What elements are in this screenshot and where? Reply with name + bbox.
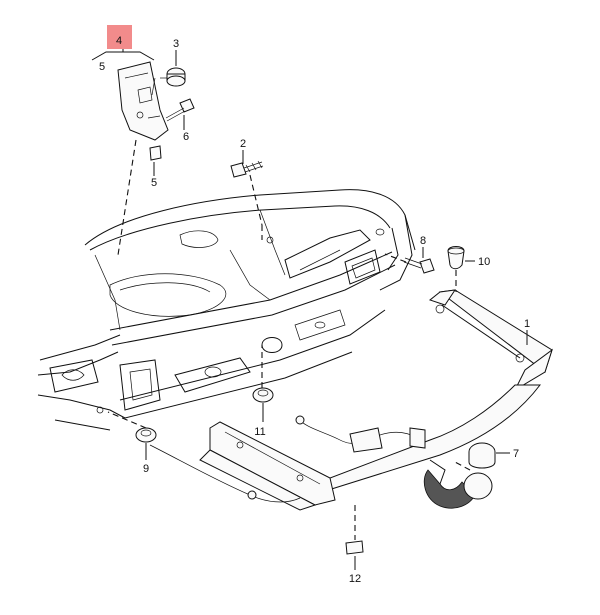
callout-5-top: 5 (99, 61, 105, 73)
callout-5-bottom: 5 (151, 177, 157, 189)
part-9-grommet (135, 427, 157, 443)
part-11-grommet (252, 387, 274, 403)
part-10-plug (447, 246, 465, 270)
part-3-grommet (151, 67, 186, 96)
vehicle-body (37, 189, 416, 431)
part-2-bolt (230, 160, 264, 178)
callout-8: 8 (420, 235, 426, 247)
part-6-bolt (165, 98, 195, 122)
part-8-bolt (403, 257, 435, 274)
callout-12: 12 (349, 573, 361, 585)
callout-7: 7 (513, 448, 519, 460)
callout-labels: 4 5 3 6 5 2 8 10 1 11 9 7 12 (99, 35, 530, 585)
callout-4: 4 (116, 35, 122, 47)
highlight-box (107, 25, 132, 49)
side-panel-bracket (117, 61, 169, 161)
callout-10: 10 (478, 256, 490, 268)
leader-lines (91, 46, 528, 570)
callout-3: 3 (173, 38, 179, 50)
tow-bar-crossmember (149, 289, 553, 511)
part-12-label (345, 540, 364, 555)
callout-1: 1 (524, 318, 530, 330)
callout-9: 9 (143, 463, 149, 475)
callout-6: 6 (183, 131, 189, 143)
callout-2: 2 (240, 138, 246, 150)
callout-11: 11 (254, 426, 265, 438)
assembly-lines (107, 139, 471, 540)
part-7-cap (468, 442, 496, 469)
